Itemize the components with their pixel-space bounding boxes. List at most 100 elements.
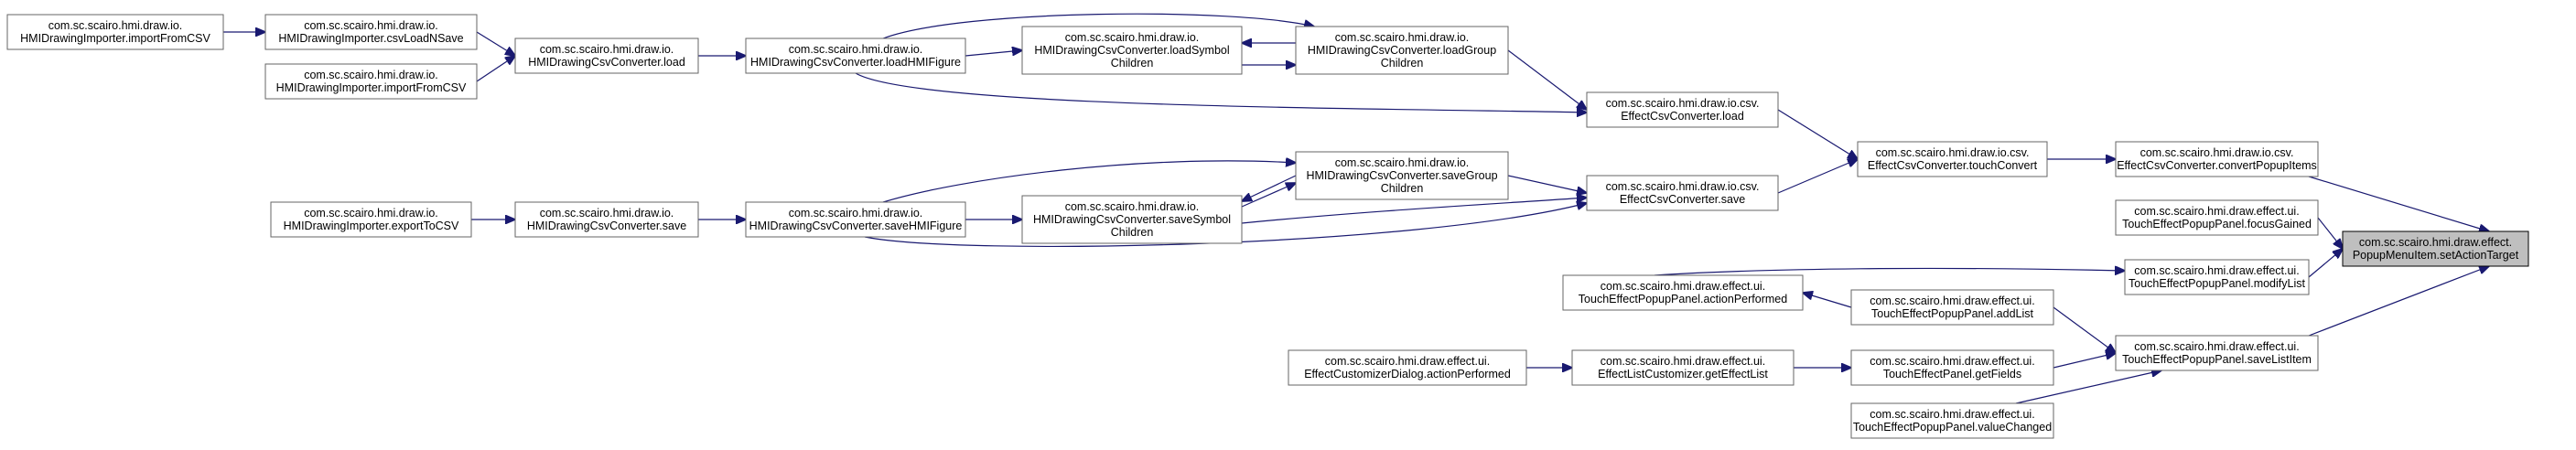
node-action-performed-popup[interactable]: com.sc.scairo.hmi.draw.effect.ui.TouchEf… [1562, 274, 1804, 311]
node-box [2124, 259, 2310, 295]
node-box [264, 14, 478, 50]
node-add-list[interactable]: com.sc.scairo.hmi.draw.effect.ui.TouchEf… [1850, 289, 2054, 326]
node-label-line: HMIDrawingImporter.importFromCSV [276, 81, 467, 94]
node-label-line: com.sc.scairo.hmi.draw.effect.ui. [1870, 355, 2034, 368]
node-box [745, 38, 966, 74]
node-label-line: com.sc.scairo.hmi.draw.io. [49, 19, 183, 32]
edge-get-fields-to-save-list-item [2053, 353, 2116, 369]
node-label-line: EffectCustomizerDialog.actionPerformed [1304, 368, 1511, 380]
edge-csv-load-nsave-to-csv-load [476, 31, 515, 56]
node-label-line: com.sc.scairo.hmi.draw.effect.ui. [2134, 264, 2299, 277]
node-customizer-action-performed[interactable]: com.sc.scairo.hmi.draw.effect.ui.EffectC… [1288, 349, 1527, 386]
node-label-line: com.sc.scairo.hmi.draw.io.csv. [1876, 146, 2030, 159]
node-label-line: TouchEffectPopupPanel.saveListItem [2122, 353, 2312, 366]
node-label-line: com.sc.scairo.hmi.draw.effect.ui. [2134, 205, 2299, 218]
edge-save-group-children-to-eff-save [1507, 175, 1587, 193]
node-box [1571, 349, 1795, 386]
node-convert-popup-items[interactable]: com.sc.scairo.hmi.draw.io.csv.EffectCsvC… [2115, 141, 2319, 177]
node-label-line: HMIDrawingCsvConverter.saveSymbol [1033, 213, 1231, 226]
edge-save-hmifigure-to-save-group-children [882, 161, 1296, 203]
node-value-changed[interactable]: com.sc.scairo.hmi.draw.effect.ui.TouchEf… [1850, 402, 2054, 439]
edge-load-hmifigure-to-load-symbol-children [965, 50, 1022, 57]
node-box [264, 63, 478, 100]
edge-save-symbol-children-to-eff-save [1241, 198, 1587, 224]
node-label-line: Children [1111, 57, 1154, 70]
node-load-hmifigure[interactable]: com.sc.scairo.hmi.draw.io.HMIDrawingCsvC… [745, 38, 966, 74]
edge-eff-save-to-touch-convert [1777, 159, 1858, 194]
node-label-line: HMIDrawingCsvConverter.loadGroup [1308, 44, 1496, 57]
node-box [2342, 230, 2529, 267]
node-box [2115, 141, 2319, 177]
edge-convert-popup-items-to-target [2308, 176, 2489, 231]
node-box [1586, 175, 1779, 211]
node-label-line: com.sc.scairo.hmi.draw.io. [1065, 31, 1200, 44]
node-save-list-item[interactable]: com.sc.scairo.hmi.draw.effect.ui.TouchEf… [2115, 335, 2319, 371]
node-csv-load-nsave[interactable]: com.sc.scairo.hmi.draw.io.HMIDrawingImpo… [264, 14, 478, 50]
node-eff-save[interactable]: com.sc.scairo.hmi.draw.io.csv.EffectCsvC… [1586, 175, 1779, 211]
node-box [1850, 289, 2054, 326]
node-label-line: com.sc.scairo.hmi.draw.io. [304, 69, 438, 81]
node-box [270, 201, 472, 238]
node-box [1295, 151, 1509, 200]
node-box [1850, 349, 2054, 386]
node-label-line: TouchEffectPopupPanel.modifyList [2129, 277, 2305, 290]
node-import-from-csv1[interactable]: com.sc.scairo.hmi.draw.io.HMIDrawingImpo… [6, 14, 224, 50]
node-box [1857, 141, 2048, 177]
edge-eff-load-to-touch-convert [1777, 109, 1858, 159]
node-label-line: com.sc.scairo.hmi.draw.io. [540, 43, 674, 56]
edge-add-list-to-action-performed-popup [1803, 293, 1852, 308]
node-get-fields[interactable]: com.sc.scairo.hmi.draw.effect.ui.TouchEf… [1850, 349, 2054, 386]
node-label-line: com.sc.scairo.hmi.draw.effect.ui. [1870, 408, 2034, 421]
node-label-line: TouchEffectPopupPanel.actionPerformed [1579, 293, 1787, 305]
node-csv-load[interactable]: com.sc.scairo.hmi.draw.io.HMIDrawingCsvC… [514, 38, 699, 74]
node-load-symbol-children[interactable]: com.sc.scairo.hmi.draw.io.HMIDrawingCsvC… [1021, 26, 1243, 75]
node-label-line: TouchEffectPanel.getFields [1883, 368, 2021, 380]
node-label-line: com.sc.scairo.hmi.draw.effect.ui. [1601, 355, 1765, 368]
node-box [1850, 402, 2054, 439]
node-label-line: HMIDrawingImporter.importFromCSV [20, 32, 210, 45]
node-label-line: com.sc.scairo.hmi.draw.effect.ui. [1325, 355, 1490, 368]
node-label-line: com.sc.scairo.hmi.draw.effect.ui. [2134, 340, 2299, 353]
node-label-line: HMIDrawingImporter.csvLoadNSave [278, 32, 463, 45]
node-label-line: com.sc.scairo.hmi.draw.io. [540, 207, 674, 220]
node-save-hmifigure[interactable]: com.sc.scairo.hmi.draw.io.HMIDrawingCsvC… [745, 201, 966, 238]
node-label-line: EffectCsvConverter.convertPopupItems [2117, 159, 2317, 172]
node-label-line: HMIDrawingCsvConverter.save [527, 220, 686, 232]
node-box [6, 14, 224, 50]
node-save-symbol-children[interactable]: com.sc.scairo.hmi.draw.io.HMIDrawingCsvC… [1021, 195, 1243, 244]
node-get-effect-list[interactable]: com.sc.scairo.hmi.draw.effect.ui.EffectL… [1571, 349, 1795, 386]
node-label-line: com.sc.scairo.hmi.draw.effect.ui. [1601, 280, 1765, 293]
edge-load-hmifigure-to-load-group-children [882, 13, 1314, 39]
node-label-line: TouchEffectPopupPanel.addList [1871, 307, 2034, 320]
node-touch-convert[interactable]: com.sc.scairo.hmi.draw.io.csv.EffectCsvC… [1857, 141, 2048, 177]
node-label-line: com.sc.scairo.hmi.draw.io. [304, 19, 438, 32]
edges-layer [223, 13, 2489, 404]
node-box [1021, 26, 1243, 75]
node-label-line: HMIDrawingCsvConverter.load [528, 56, 685, 69]
node-focus-gained[interactable]: com.sc.scairo.hmi.draw.effect.ui.TouchEf… [2115, 199, 2319, 236]
node-label-line: com.sc.scairo.hmi.draw.io. [304, 207, 438, 220]
node-csv-save[interactable]: com.sc.scairo.hmi.draw.io.HMIDrawingCsvC… [514, 201, 699, 238]
node-label-line: EffectListCustomizer.getEffectList [1598, 368, 1768, 380]
node-label-line: Children [1111, 226, 1154, 239]
node-save-group-children[interactable]: com.sc.scairo.hmi.draw.io.HMIDrawingCsvC… [1295, 151, 1509, 200]
edge-focus-gained-to-target [2317, 217, 2343, 249]
node-label-line: EffectCsvConverter.touchConvert [1868, 159, 2038, 172]
node-label-line: com.sc.scairo.hmi.draw.io.csv. [2140, 146, 2294, 159]
node-modify-list[interactable]: com.sc.scairo.hmi.draw.effect.ui.TouchEf… [2124, 259, 2310, 295]
node-target[interactable]: com.sc.scairo.hmi.draw.effect.PopupMenuI… [2342, 230, 2529, 267]
node-label-line: com.sc.scairo.hmi.draw.effect. [2359, 236, 2512, 249]
edge-add-list-to-save-list-item [2053, 306, 2116, 353]
node-label-line: TouchEffectPopupPanel.valueChanged [1853, 421, 2052, 434]
node-label-line: HMIDrawingCsvConverter.loadHMIFigure [750, 56, 961, 69]
node-export-to-csv[interactable]: com.sc.scairo.hmi.draw.io.HMIDrawingImpo… [270, 201, 472, 238]
node-box [2115, 199, 2319, 236]
node-label-line: com.sc.scairo.hmi.draw.io. [1065, 200, 1200, 213]
edge-value-changed-to-save-list-item [2015, 370, 2161, 404]
node-import-from-csv2[interactable]: com.sc.scairo.hmi.draw.io.HMIDrawingImpo… [264, 63, 478, 100]
node-load-group-children[interactable]: com.sc.scairo.hmi.draw.io.HMIDrawingCsvC… [1295, 26, 1509, 75]
node-label-line: HMIDrawingImporter.exportToCSV [284, 220, 459, 232]
node-label-line: PopupMenuItem.setActionTarget [2353, 249, 2519, 262]
node-eff-load[interactable]: com.sc.scairo.hmi.draw.io.csv.EffectCsvC… [1586, 91, 1779, 128]
